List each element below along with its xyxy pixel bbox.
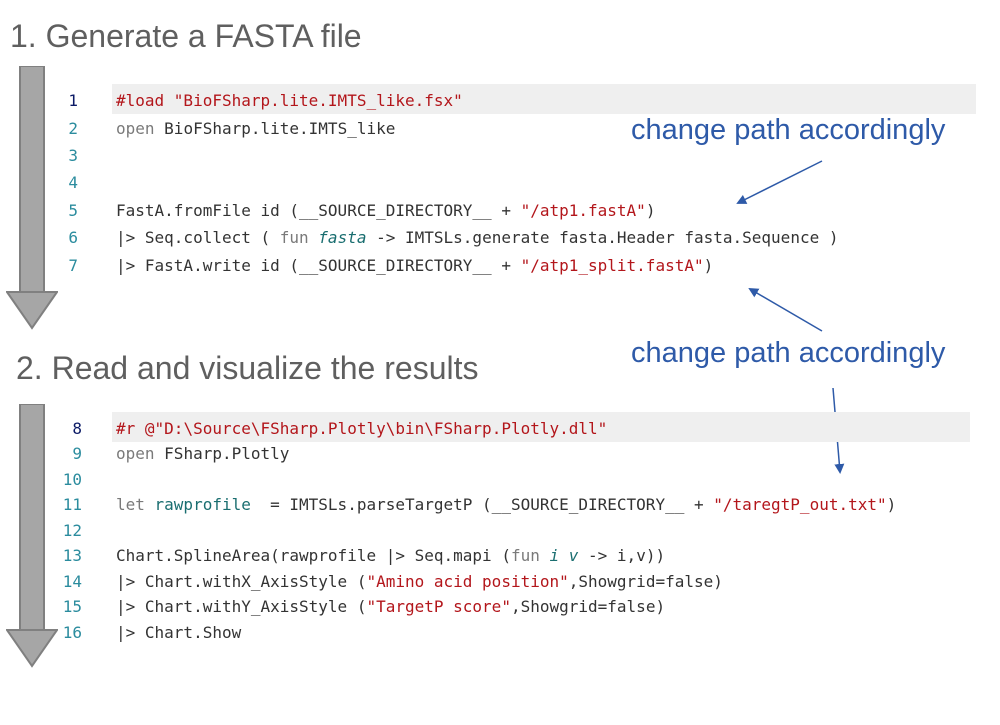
code-keyword: open: [116, 444, 165, 463]
code-line: open BioFSharp.lite.IMTS_like: [116, 116, 395, 141]
code-line: #load "BioFSharp.lite.IMTS_like.fsx": [116, 88, 463, 113]
code-string: "/atp1.fastA": [520, 201, 646, 220]
code-line: open FSharp.Plotly: [116, 441, 289, 466]
code-keyword: let: [116, 495, 155, 514]
code-string: "BioFSharp.lite.IMTS_like.fsx": [173, 91, 463, 110]
code-token: FSharp.Plotly: [164, 444, 290, 463]
line-number: 6: [68, 228, 78, 247]
line-number: 3: [68, 146, 78, 165]
code-token: FastA.fromFile id (__SOURCE_DIRECTORY__ …: [116, 201, 521, 220]
code-variable: i v: [549, 546, 579, 565]
code-token: |> Seq.collect (: [116, 228, 280, 247]
code-string: "/taregtP_out.txt": [713, 495, 887, 514]
current-line-highlight: [112, 84, 976, 114]
line-number: 11: [62, 495, 82, 514]
line-number: 9: [72, 444, 82, 463]
code-variable: rawprofile: [154, 495, 251, 514]
code-token: BioFSharp.lite.IMTS_like: [164, 119, 396, 138]
code-token: ): [886, 495, 897, 514]
code-token: |> Chart.withX_AxisStyle (: [116, 572, 367, 591]
code-token: = IMTSLs.parseTargetP (__SOURCE_DIRECTOR…: [250, 495, 714, 514]
code-line: |> Chart.withX_AxisStyle ("Amino acid po…: [116, 569, 723, 594]
code-token: ): [703, 256, 714, 275]
code-token: |> Chart.Show: [116, 623, 242, 642]
code-token: Chart.SplineArea(rawprofile |> Seq.mapi …: [116, 546, 511, 565]
code-token: ,Showgrid=false): [510, 597, 666, 616]
code-token: #r: [116, 419, 145, 438]
current-line-highlight: [112, 412, 970, 442]
line-number: 10: [62, 470, 82, 489]
line-number: 13: [62, 546, 82, 565]
code-keyword: open: [116, 119, 165, 138]
line-number: 1: [68, 91, 78, 110]
code-token: -> IMTSLs.generate fasta.Header fasta.Se…: [366, 228, 839, 247]
code-line: Chart.SplineArea(rawprofile |> Seq.mapi …: [116, 543, 665, 568]
line-number: 12: [62, 521, 82, 540]
code-line: FastA.fromFile id (__SOURCE_DIRECTORY__ …: [116, 198, 655, 223]
code-string: "/atp1_split.fastA": [520, 256, 704, 275]
down-arrow-icon: [6, 404, 58, 668]
code-token: -> i,v)): [578, 546, 666, 565]
code-token: ,Showgrid=false): [568, 572, 723, 591]
line-number: 7: [68, 256, 78, 275]
code-string: @"D:\Source\FSharp.Plotly\bin\FSharp.Plo…: [144, 419, 608, 438]
code-token: |> FastA.write id (__SOURCE_DIRECTORY__ …: [116, 256, 521, 275]
code-keyword: fun: [510, 546, 550, 565]
line-number: 4: [68, 173, 78, 192]
code-keyword: fun: [279, 228, 319, 247]
annotation-change-path-2: change path accordingly: [631, 337, 946, 369]
line-number: 2: [68, 119, 78, 138]
code-line: |> Chart.Show: [116, 620, 241, 645]
section2-heading: 2. Read and visualize the results: [16, 350, 479, 386]
line-number: 8: [72, 419, 82, 438]
code-variable: fasta: [318, 228, 367, 247]
code-line: #r @"D:\Source\FSharp.Plotly\bin\FSharp.…: [116, 416, 607, 441]
section1-heading: 1. Generate a FASTA file: [10, 18, 362, 54]
code-token: ): [645, 201, 656, 220]
code-line: |> Seq.collect ( fun fasta -> IMTSLs.gen…: [116, 225, 838, 250]
code-string: "Amino acid position": [366, 572, 569, 591]
annotation-change-path-1: change path accordingly: [631, 114, 946, 146]
code-string: "TargetP score": [366, 597, 511, 616]
line-number: 16: [62, 623, 82, 642]
code-line: |> Chart.withY_AxisStyle ("TargetP score…: [116, 594, 665, 619]
line-number: 15: [62, 597, 82, 616]
down-arrow-icon: [6, 66, 58, 330]
line-number: 5: [68, 201, 78, 220]
code-token: #load: [116, 91, 174, 110]
line-number: 14: [62, 572, 82, 591]
code-line: |> FastA.write id (__SOURCE_DIRECTORY__ …: [116, 253, 713, 278]
code-token: |> Chart.withY_AxisStyle (: [116, 597, 367, 616]
code-line: let rawprofile = IMTSLs.parseTargetP (__…: [116, 492, 896, 517]
